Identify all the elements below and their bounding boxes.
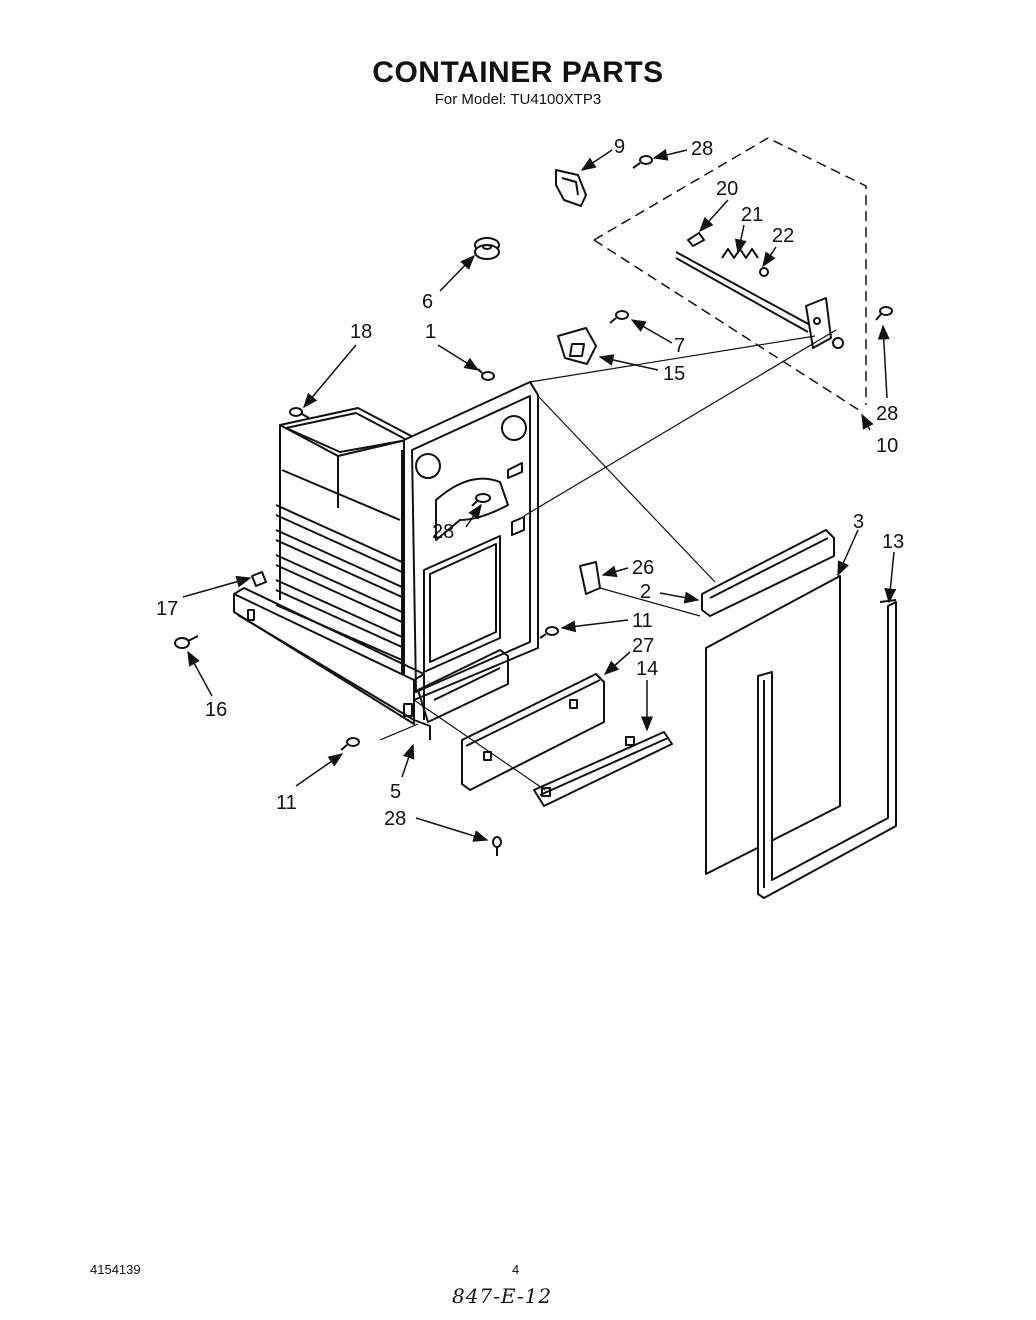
callout-5: 5 — [390, 781, 401, 803]
model-subtitle: For Model: TU4100XTP3 — [434, 91, 602, 108]
callout-2: 2 — [640, 581, 651, 603]
part-28-screw-top — [632, 155, 653, 169]
page-number: 4 — [512, 1262, 520, 1277]
callout-28-center: 28 — [432, 521, 454, 543]
part-9-hinge-bracket — [555, 169, 587, 207]
part-20-rod — [675, 232, 813, 333]
part-28-screw-right — [875, 306, 893, 321]
leader-arrows — [182, 148, 897, 842]
callout-17: 17 — [156, 598, 178, 620]
part-11-screw-left — [340, 737, 360, 751]
callout-20: 20 — [716, 178, 738, 200]
callout-28-bottom: 28 — [384, 808, 406, 830]
part-10-hinge — [805, 297, 844, 349]
callout-11-left: 11 — [276, 792, 297, 814]
hinge-group-outline — [593, 137, 867, 413]
callout-11-right: 11 — [632, 610, 653, 632]
callout-18: 18 — [350, 321, 372, 343]
handwritten-code: 847-E-12 — [452, 1284, 553, 1308]
callout-9: 9 — [614, 136, 625, 158]
part-5-base-pan — [233, 587, 509, 740]
part-28-screw-bottom — [492, 836, 502, 856]
part-22-washer — [759, 267, 769, 277]
callout-14: 14 — [636, 658, 658, 680]
callout-10: 10 — [876, 435, 898, 457]
document-number: 4154139 — [90, 1262, 141, 1277]
callout-28-top: 28 — [691, 138, 713, 160]
part-21-spring — [721, 248, 759, 259]
part-11-screw-right — [539, 626, 559, 639]
callout-16: 16 — [205, 699, 227, 721]
page-title: CONTAINER PARTS — [372, 56, 664, 89]
part-26-clip — [579, 561, 601, 595]
callout-28-right: 28 — [876, 403, 898, 425]
callout-3: 3 — [853, 511, 864, 533]
part-17-clip — [251, 571, 267, 587]
part-16-bolt — [174, 635, 199, 649]
assembly-lines — [379, 329, 837, 791]
part-18-screw — [289, 407, 310, 419]
callout-27: 27 — [632, 635, 654, 657]
part-27-kickplate — [461, 673, 605, 791]
back-panel-frame — [403, 381, 539, 701]
part-14-handle — [533, 731, 673, 807]
callout-15: 15 — [663, 363, 685, 385]
part-15-latch — [557, 327, 597, 365]
part-6-bumper — [474, 237, 500, 260]
callout-labels: 9 28 20 21 22 6 18 1 7 15 28 10 28 26 3 … — [156, 136, 904, 830]
callout-6: 6 — [422, 291, 433, 313]
callout-13: 13 — [882, 531, 904, 553]
callout-1: 1 — [425, 321, 436, 343]
callout-26: 26 — [632, 557, 654, 579]
callout-21: 21 — [741, 204, 763, 226]
callout-7: 7 — [674, 335, 685, 357]
callout-22: 22 — [772, 225, 794, 247]
part-7-screw — [609, 310, 629, 324]
part-2-door-strip — [701, 529, 835, 617]
part-1-screw — [477, 368, 495, 381]
